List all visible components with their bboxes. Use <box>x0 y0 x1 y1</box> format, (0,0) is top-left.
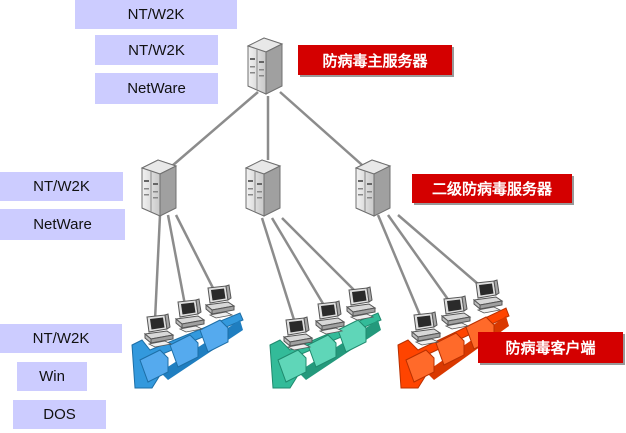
left-server-icon <box>141 159 177 217</box>
client-label: 防病毒客户端 <box>478 332 623 363</box>
client-computer-icon <box>473 279 503 314</box>
link-main-to-right-server <box>279 91 371 173</box>
os-label-mid-ntw2k: NT/W2K <box>0 172 123 201</box>
link-left-client-3 <box>174 214 217 293</box>
secondary-server-icon <box>355 159 391 217</box>
os-label-top-netware: NetWare <box>95 73 218 104</box>
os-label-bottom-ntw2k: NT/W2K <box>0 324 122 353</box>
os-label-bottom-win: Win <box>17 362 87 391</box>
client-computer-icon <box>346 286 376 321</box>
os-label-mid-netware: NetWare <box>0 209 125 240</box>
client-computer-icon <box>175 298 205 333</box>
connection-lines <box>153 91 486 324</box>
link-center-client-3 <box>281 217 358 294</box>
link-center-client-2 <box>270 217 327 308</box>
link-left-client-2 <box>166 214 187 306</box>
main-server-icon <box>247 37 283 95</box>
client-group-teal <box>269 286 382 389</box>
os-label-bottom-dos: DOS <box>13 400 106 429</box>
client-group-blue <box>131 284 244 389</box>
link-right-client-3 <box>397 214 486 291</box>
client-computer-icon <box>205 284 235 319</box>
secondary-server-label: 二级防病毒服务器 <box>412 174 572 203</box>
os-label-top-ntw2k-2: NT/W2K <box>95 35 218 65</box>
os-label-top-ntw2k-1: NT/W2K <box>75 0 237 29</box>
link-main-to-left-server <box>164 91 259 173</box>
link-right-client-1 <box>376 214 424 321</box>
center-server-icon <box>245 159 281 217</box>
link-center-client-1 <box>260 217 297 324</box>
main-server-label: 防病毒主服务器 <box>298 45 452 75</box>
link-right-client-2 <box>386 214 454 306</box>
link-left-client-1 <box>153 214 162 321</box>
client-computer-icon <box>441 295 471 330</box>
client-computer-icon <box>411 311 441 346</box>
